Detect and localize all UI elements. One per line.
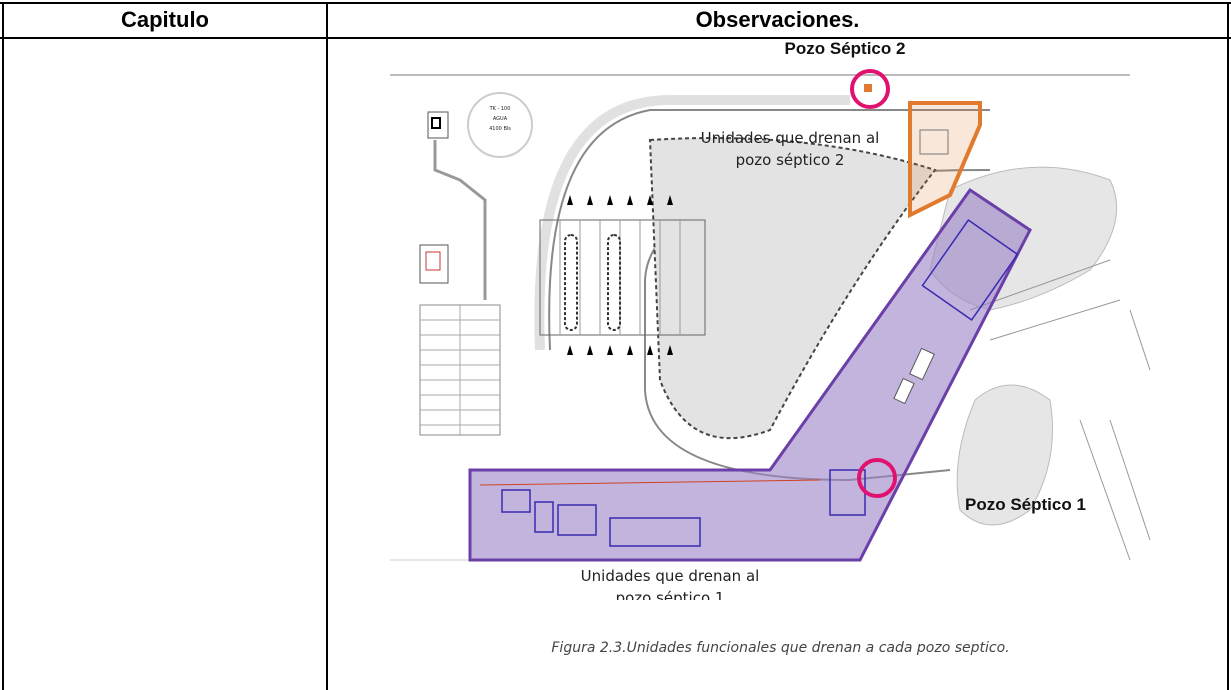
svg-text:4100 Bls: 4100 Bls bbox=[489, 126, 511, 132]
table-left-border bbox=[2, 2, 4, 690]
septic-1-label: Pozo Séptico 1 bbox=[965, 495, 1086, 514]
column-divider bbox=[326, 2, 328, 690]
drain-2-label-line1: Unidades que drenan al bbox=[701, 129, 880, 147]
table-top-border bbox=[0, 2, 1231, 4]
septic-2-label: Pozo Séptico 2 bbox=[785, 40, 906, 58]
svg-text:AGUA: AGUA bbox=[493, 116, 508, 122]
header-bottom-border bbox=[0, 37, 1231, 39]
svg-text:TK - 100: TK - 100 bbox=[489, 106, 511, 112]
drain-2-label-line2: pozo séptico 2 bbox=[736, 151, 845, 169]
site-plan-figure: TK - 100 AGUA 4100 Bls bbox=[390, 40, 1170, 600]
table-right-border bbox=[1227, 2, 1229, 690]
drain-1-label-line1: Unidades que drenan al bbox=[581, 567, 760, 585]
header-chapter: Capitulo bbox=[121, 7, 209, 32]
figure-caption: Figura 2.3.Unidades funcionales que dren… bbox=[551, 640, 1010, 656]
header-observations: Observaciones. bbox=[695, 7, 860, 32]
drain-1-label-line2: pozo séptico 1 bbox=[616, 589, 725, 600]
